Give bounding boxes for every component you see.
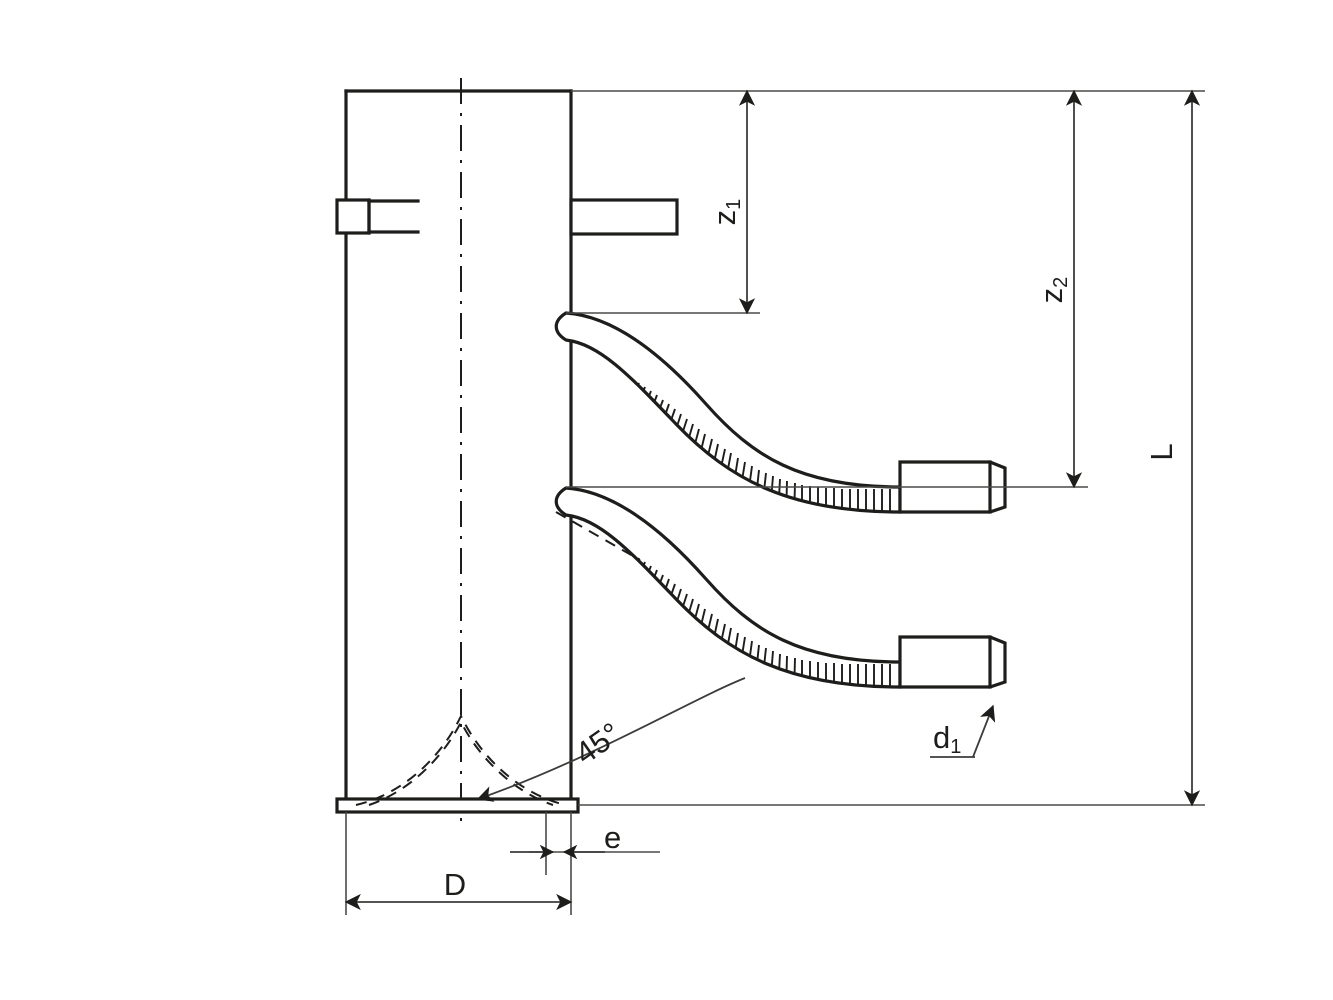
- angle-45-callout: 45°: [476, 677, 746, 802]
- cylindrical-tank-shell: [344, 89, 573, 807]
- svg-text:z2: z2: [1034, 277, 1072, 304]
- upper-corrugated-hose: [554, 311, 1007, 514]
- lower-hose-end-fitting: [898, 635, 1007, 689]
- svg-text:d1: d1: [933, 720, 961, 758]
- dimension-z2-subscript: 2: [1050, 277, 1072, 288]
- lifting-lug-left: [335, 198, 420, 235]
- lower-corrugated-hose: [554, 486, 1007, 689]
- dimension-L-label: L: [1144, 443, 1179, 460]
- base-plate: [335, 797, 580, 814]
- internal-dome-hidden-outline: [355, 713, 567, 806]
- angle-45-label: 45°: [569, 716, 627, 772]
- callout-d1: d1: [930, 704, 996, 758]
- callout-d1-subscript: 1: [950, 736, 961, 758]
- dimension-z1-label: z: [707, 210, 742, 226]
- dimension-z1-subscript: 1: [723, 199, 745, 210]
- svg-text:z1: z1: [707, 199, 745, 226]
- dimension-D-label: D: [444, 867, 466, 902]
- dimension-z2-label: z: [1034, 288, 1069, 304]
- callout-d1-label: d: [933, 720, 950, 755]
- lower-nozzle-hidden-axis: [555, 511, 641, 561]
- dimension-e-label: e: [604, 820, 621, 855]
- dimension-z1: z1: [707, 89, 756, 315]
- dimension-L: L: [1144, 89, 1201, 807]
- lifting-lug-right: [569, 198, 679, 236]
- dimension-e: e: [510, 820, 621, 860]
- dimension-z2: z2: [1034, 89, 1083, 489]
- dimension-D: D: [344, 867, 573, 911]
- extension-lines: [345, 90, 1205, 915]
